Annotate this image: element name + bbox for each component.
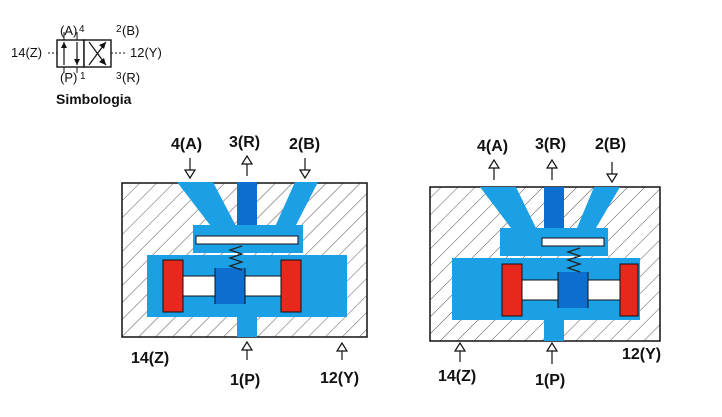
symbol-port-p-number: 1 (80, 71, 86, 82)
left-port-b-channel (270, 182, 318, 238)
symbol-box-right (83, 39, 112, 68)
symbol-port-b-label: (B) (122, 23, 140, 38)
symbol-port-a-label: (A) (60, 23, 78, 38)
right-port-4a-label: 4(A) (477, 138, 509, 155)
symbol-port-r-number: 3 (116, 71, 122, 82)
left-valve-arrows (183, 154, 349, 360)
left-port-1p-label: 1(P) (230, 372, 261, 389)
right-port-a-channel (480, 187, 536, 240)
left-piston-y (280, 259, 302, 313)
left-spring (227, 245, 245, 271)
symbol-port-p-label: (P) (60, 70, 78, 85)
symbol-box-left (56, 39, 85, 68)
right-pilot-14z-label: 14(Z) (438, 368, 477, 385)
symbol-pilot-z-label: 14(Z) (11, 45, 43, 60)
symbol-port-a-number: 4 (79, 24, 85, 35)
left-pressure-channel (237, 315, 257, 337)
left-pilot-14z-label: 14(Z) (131, 350, 170, 367)
symbol-pilot-y-label: 12(Y) (130, 45, 162, 60)
valve-symbol (48, 32, 125, 73)
right-port-1p-label: 1(P) (535, 372, 566, 389)
left-port-4a-label: 4(A) (171, 136, 203, 153)
left-port-3r-label: 3(R) (229, 134, 261, 151)
right-pilot-12y-label: 12(Y) (622, 346, 662, 363)
right-spool-neck (558, 272, 588, 308)
right-valve-arrows (453, 158, 619, 364)
symbol-port-r-label: (R) (122, 70, 141, 85)
right-port-r-channel (544, 187, 564, 235)
left-port-2b-label: 2(B) (289, 136, 321, 153)
right-pressure-channel (544, 318, 564, 341)
right-port-b-channel (572, 187, 620, 240)
symbol-caption: Simbologia (56, 91, 132, 107)
right-piston-z (501, 263, 523, 317)
right-spring (565, 247, 583, 273)
right-port-2b-label: 2(B) (595, 136, 627, 153)
symbol-port-b-number: 2 (116, 24, 122, 35)
right-port-3r-label: 3(R) (535, 136, 567, 153)
left-valve (121, 182, 368, 338)
left-port-r-channel (237, 182, 257, 232)
left-pilot-12y-label: 12(Y) (320, 370, 360, 387)
right-piston-y (619, 263, 639, 317)
right-poppet-disc (541, 237, 605, 247)
left-poppet-disc (195, 235, 299, 245)
left-piston-z (162, 259, 184, 313)
left-spool-neck (215, 268, 245, 304)
right-valve (429, 186, 661, 342)
left-port-a-channel (177, 182, 237, 238)
